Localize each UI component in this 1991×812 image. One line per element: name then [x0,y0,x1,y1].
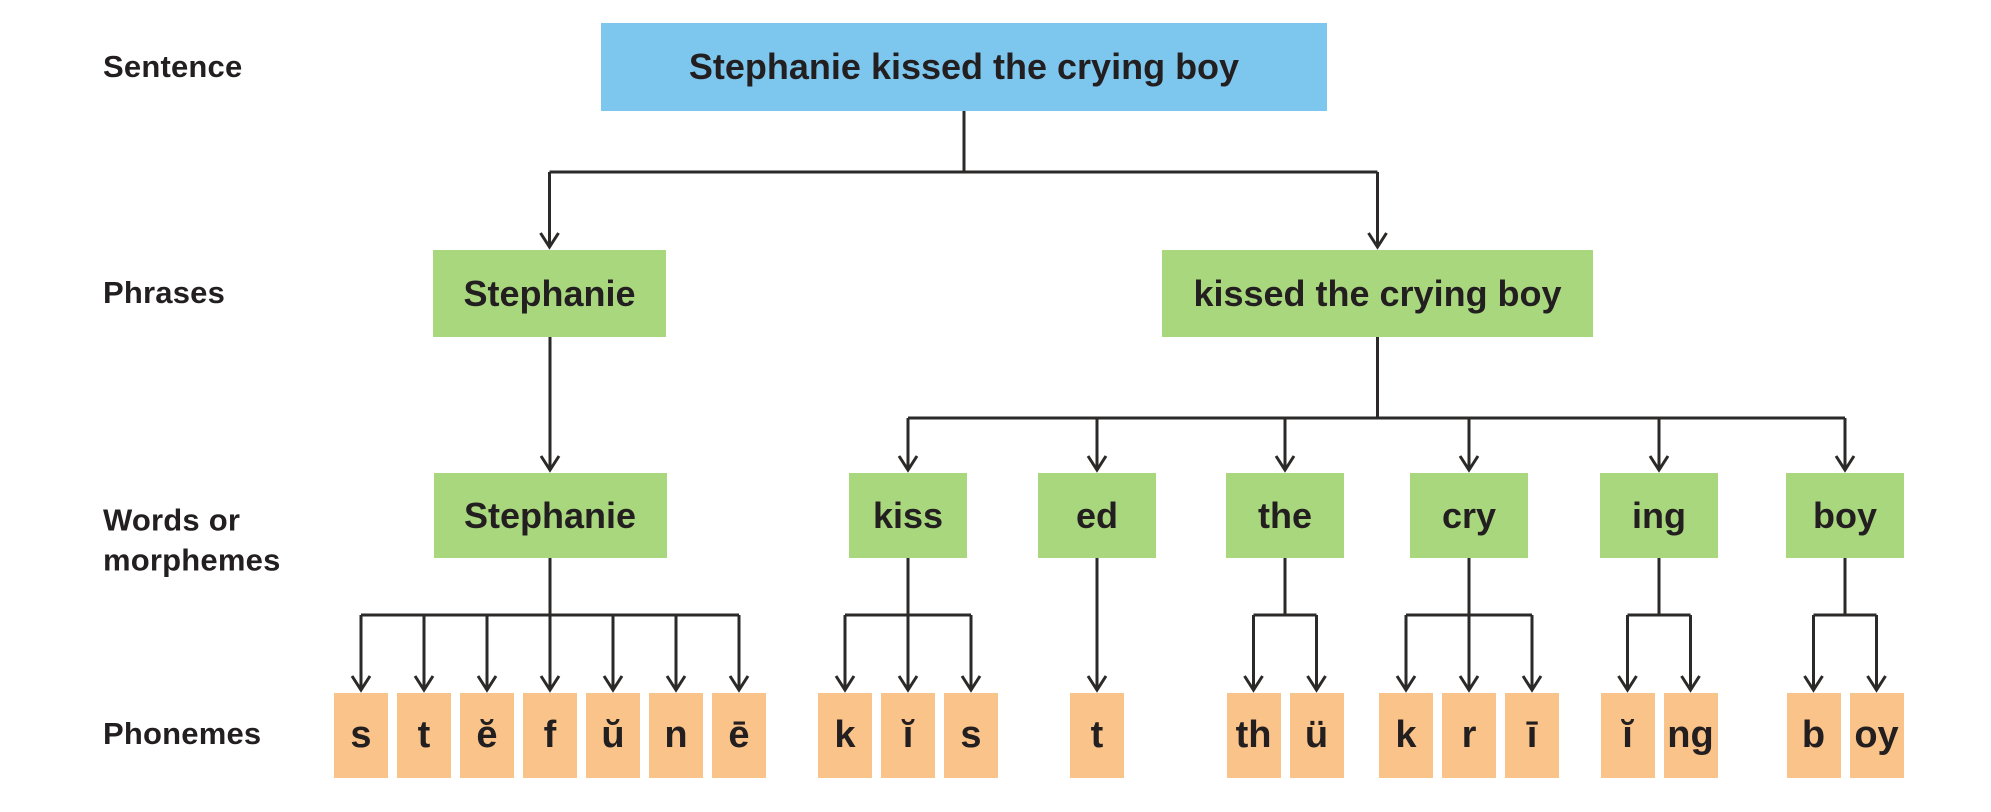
word-box-the: the [1226,473,1344,558]
phoneme-box-t: t [397,693,451,778]
word-box-kiss: kiss [849,473,967,558]
row-label-words-or-morphemes: Words or morphemes [103,502,281,577]
phoneme-box-k: k [818,693,872,778]
word-box-cry: cry [1410,473,1528,558]
phoneme-box-t: t [1070,693,1124,778]
phoneme-box-ü: ü [1289,693,1344,778]
connector-path [359,111,1878,690]
row-label-phrases: Phrases [103,275,226,311]
phoneme-box-f: f [523,693,577,778]
phoneme-box-n: n [649,693,703,778]
connector-path [350,232,1887,693]
phoneme-box-ī: ī [1505,693,1559,778]
phoneme-box-ng: ng [1663,693,1718,778]
phoneme-box-s: s [334,693,388,778]
word-box-stephanie: Stephanie [433,473,667,558]
phoneme-box-ĭ: ĭ [1600,693,1655,778]
phoneme-box-s: s [944,693,998,778]
phoneme-box-r: r [1442,693,1496,778]
phoneme-box-b: b [1786,693,1841,778]
phrase-box-stephanie: Stephanie [433,250,666,337]
phrase-box-kissed-the-crying-boy: kissed the crying boy [1162,250,1593,337]
sentence-box: Stephanie kissed the crying boy [601,23,1327,111]
row-label-phonemes: Phonemes [103,716,262,752]
phoneme-box-k: k [1379,693,1433,778]
word-box-boy: boy [1786,473,1904,558]
phoneme-box-ŭ: ŭ [586,693,640,778]
word-box-ing: ing [1600,473,1718,558]
phoneme-box-ĕ: ĕ [460,693,514,778]
phoneme-box-ē: ē [712,693,766,778]
row-label-sentence: Sentence [103,49,243,85]
phoneme-box-th: th [1226,693,1281,778]
phoneme-box-ĭ: ĭ [881,693,935,778]
phoneme-box-oy: oy [1849,693,1904,778]
word-box-ed: ed [1038,473,1156,558]
